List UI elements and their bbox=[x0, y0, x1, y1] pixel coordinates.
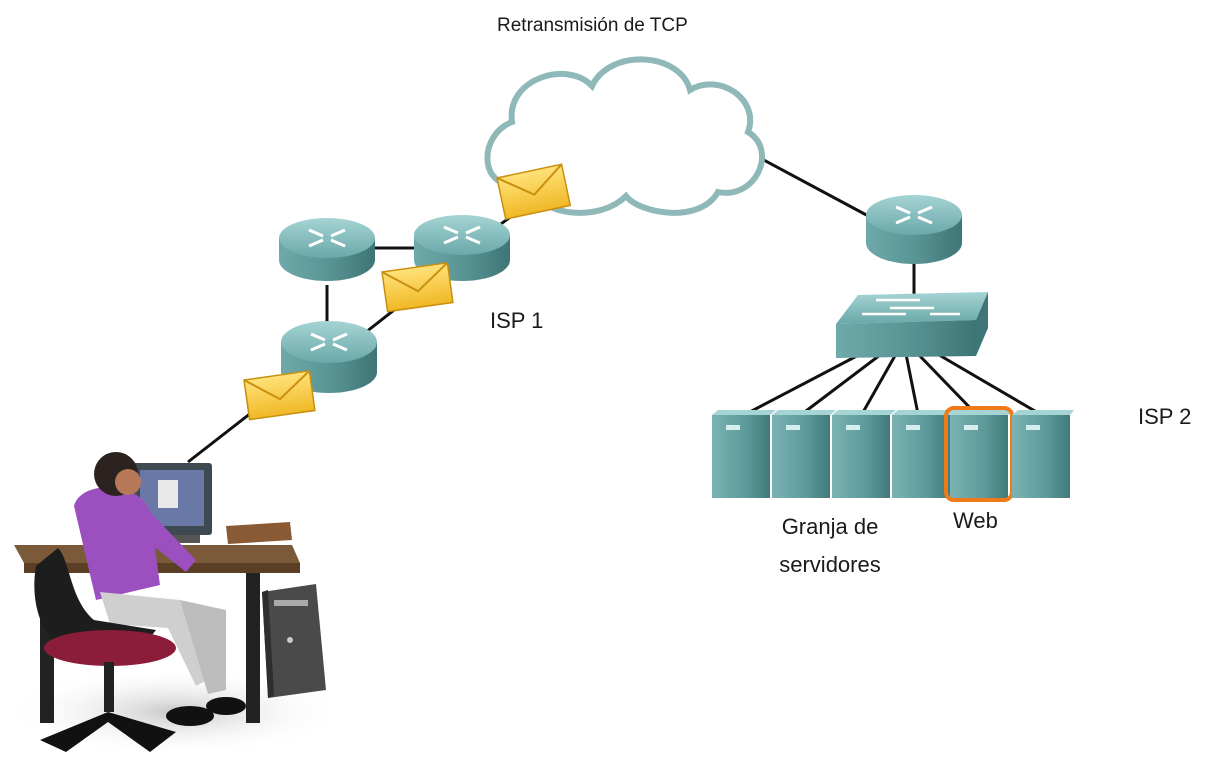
server-icon bbox=[712, 410, 776, 498]
router-icon-left bbox=[279, 218, 375, 281]
link-cloud-router-isp2 bbox=[744, 148, 873, 220]
envelope-icon bbox=[381, 261, 454, 313]
link-switch-server-1 bbox=[745, 346, 873, 416]
isp1-label: ISP 1 bbox=[490, 308, 544, 333]
server-farm bbox=[712, 406, 1074, 502]
server-farm-label: Granja de servidores bbox=[760, 508, 900, 584]
links bbox=[187, 148, 1041, 464]
web-server-icon bbox=[944, 406, 1014, 502]
switch-icon bbox=[836, 292, 988, 358]
link-switch-server-3 bbox=[860, 353, 898, 415]
server-icon bbox=[772, 410, 836, 498]
envelope-icon bbox=[496, 163, 572, 220]
link-switch-server-2 bbox=[801, 350, 885, 416]
diagram-title: Retransmisión de TCP bbox=[497, 15, 688, 36]
user-at-workstation-icon bbox=[5, 452, 345, 756]
envelope-icon bbox=[243, 369, 316, 421]
link-switch-server-6 bbox=[933, 350, 1041, 416]
server-farm-label-line2: servidores bbox=[779, 552, 881, 577]
server-icon bbox=[892, 410, 956, 498]
router-icon-isp2 bbox=[866, 195, 962, 264]
server-icon bbox=[1012, 410, 1074, 498]
isp2-label: ISP 2 bbox=[1138, 404, 1192, 429]
server-icon bbox=[832, 410, 896, 498]
link-switch-server-5 bbox=[916, 352, 978, 416]
web-server-label: Web bbox=[953, 508, 998, 533]
link-switch-server-4 bbox=[904, 353, 920, 415]
server-farm-label-line1: Granja de bbox=[781, 514, 879, 539]
